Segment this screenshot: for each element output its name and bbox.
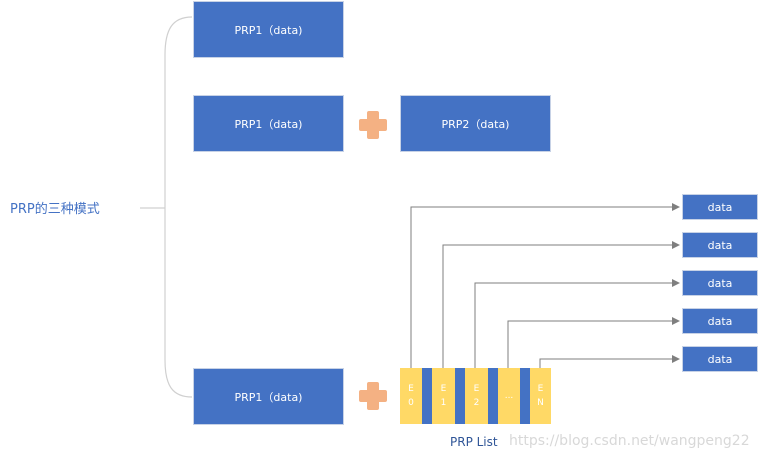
arrow-e2 xyxy=(474,279,680,368)
prp-list-entry-ellipsis: ... xyxy=(498,368,520,424)
watermark: https://blog.csdn.net/wangpeng22 xyxy=(509,433,750,449)
prp-list-entry-e2: E 2 xyxy=(465,368,488,424)
mode2-prp2-box: PRP2（data) xyxy=(400,95,551,152)
arrow-e0 xyxy=(410,203,680,368)
prp-list-entry-e0: E 0 xyxy=(400,368,422,424)
mode3-prp1-box: PRP1（data) xyxy=(193,368,344,425)
data-box-en: data xyxy=(682,346,758,372)
data-box-e2: data xyxy=(682,270,758,296)
data-box-e1: data xyxy=(682,232,758,258)
mode-bracket xyxy=(164,16,193,398)
prp-list-entry-en: E N xyxy=(530,368,551,424)
mode2-prp1-box: PRP1（data) xyxy=(193,95,344,152)
arrow-ellipsis xyxy=(507,317,680,368)
data-box-e0: data xyxy=(682,194,758,220)
arrow-e1 xyxy=(442,241,680,368)
arrow-en xyxy=(539,355,680,368)
data-box-ellipsis: data xyxy=(682,308,758,334)
prp-list-entry-e1: E 1 xyxy=(432,368,455,424)
root-label: PRP的三种模式 xyxy=(10,202,100,217)
mode1-prp1-box: PRP1（data) xyxy=(193,1,344,58)
prp-list-label: PRP List xyxy=(450,435,498,449)
